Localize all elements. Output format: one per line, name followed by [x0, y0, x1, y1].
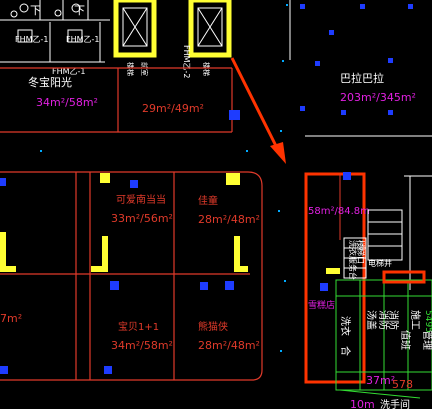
top-left-block [0, 0, 110, 63]
keai-area: 33m²/56m² [111, 212, 173, 225]
jiatong-area: 28m²/48m² [198, 213, 260, 226]
escalator-block [343, 175, 432, 290]
right-area: 58m²/84.8m [308, 206, 370, 217]
svc-col-3b: 值班 [399, 330, 412, 350]
baobei-area: 34m²/58m² [111, 339, 173, 352]
svc-col-4a: 施工 [409, 310, 422, 330]
bottom-num: 578 [392, 378, 413, 391]
columns [0, 173, 248, 272]
xiongxiong-name: 熊猫侠 [198, 320, 228, 333]
mid-area: 29m²/49m² [142, 102, 204, 115]
hydrant-label-3: FHM乙-1 [52, 67, 86, 76]
stair-shaft-2 [188, 0, 232, 58]
stair-label-2: 楼梯 [202, 62, 211, 76]
bottom-right: 洗手间 [380, 398, 410, 409]
red-arrow [230, 57, 286, 164]
hydrant-label-2: FHM乙-1 [66, 35, 100, 44]
stair-sub-label: 前室 [140, 62, 149, 76]
xiongxiong-area: 28m²/48m² [198, 339, 260, 352]
right-blue-markers [320, 172, 351, 291]
pink-label: 雪糕店 [308, 299, 335, 311]
red-corner [382, 270, 426, 284]
svc-col-1b: 合 [339, 346, 352, 356]
keai-name: 可爱南当当 [116, 193, 166, 206]
svc-col-4b: 管理 [421, 330, 432, 350]
dongbao-area: 34m²/58m² [36, 96, 98, 109]
svc-col-2a: 汤盖 [365, 310, 378, 330]
green-num: 5495 [423, 310, 432, 333]
bottom-area: 37m² [366, 374, 395, 387]
room-label-left-2: 下 [74, 4, 85, 17]
svc-col-1a: 洗衣 [339, 316, 352, 336]
jiatong-name: 佳童 [198, 194, 218, 207]
babala-area: 203m²/345m² [340, 91, 416, 104]
markers-middle [0, 178, 234, 374]
hydrant-circles [10, 3, 81, 18]
marker-top [229, 110, 240, 120]
baobei-name: 宝贝1+1 [118, 320, 159, 333]
green-service-block [335, 279, 432, 399]
right-column [326, 268, 340, 274]
hydrant-label-1: FHM乙-1 [15, 35, 49, 44]
bottom-small: 10m [350, 398, 375, 409]
upper-shop-walls [0, 67, 233, 133]
middle-shop-walls [0, 171, 263, 381]
babala-outline [289, 0, 432, 137]
stair-label-1: 楼梯 [126, 62, 135, 76]
v-label-1: 洗衣服务台 [348, 240, 358, 280]
elevator-label: 电梯井 [368, 258, 392, 268]
svc-col-3a: 消防 [387, 310, 400, 330]
v-label-2: 楼梯口 [356, 240, 366, 264]
grid-dots [40, 4, 288, 352]
blue-dots-top-right [300, 4, 413, 115]
left-cut-area: 7m² [0, 312, 22, 325]
hydrant-label-4: FHM乙-2 [182, 45, 191, 79]
svc-col-2b: 消防 [377, 310, 390, 330]
babala-name: 巴拉巴拉 [340, 71, 384, 85]
room-label-left-1: 下 [30, 4, 41, 17]
stair-shaft-1 [113, 0, 157, 58]
service-labels: 洗衣 合 汤盖 消防 消防 值班 施工 管理 [339, 310, 432, 356]
dongbao-name: 冬宝阳光 [28, 75, 72, 89]
